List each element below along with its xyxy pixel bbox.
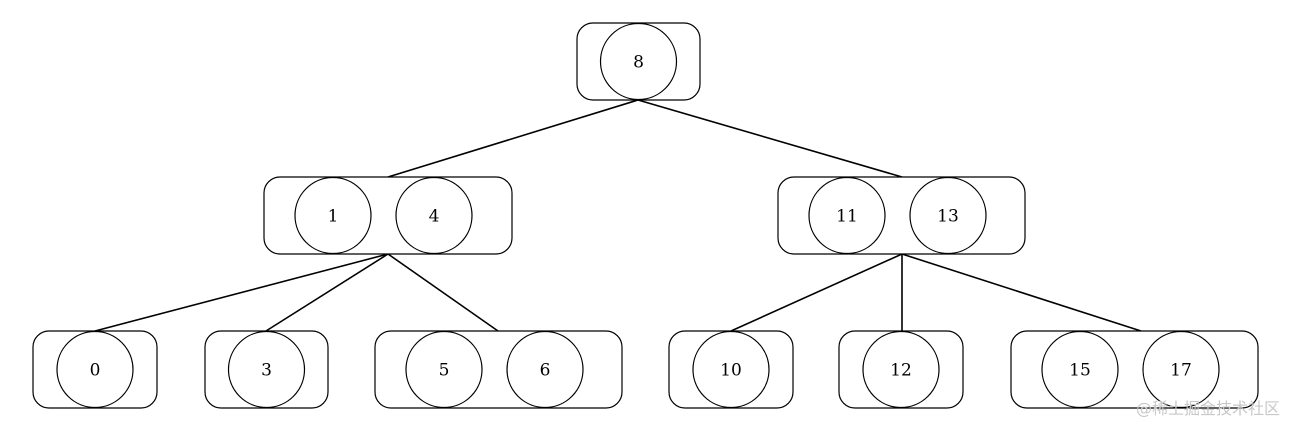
tree-node-leaf-3: 3 [204, 330, 329, 409]
key-label: 0 [90, 361, 101, 381]
tree-node-leaf-12: 12 [838, 330, 964, 409]
key-circle [599, 22, 678, 101]
key-label: 1 [328, 207, 339, 227]
key-label: 5 [439, 361, 450, 381]
tree-edges [94, 99, 1142, 332]
key-circle [506, 330, 584, 409]
edge-left-to-leaf-56 [387, 253, 499, 332]
key-circle [56, 330, 134, 409]
key-circle [692, 330, 770, 409]
key-label: 15 [1069, 361, 1091, 381]
key-circle [294, 176, 372, 255]
watermark: @稀土掘金技术社区 [1135, 399, 1280, 418]
edge-root-to-left [387, 99, 639, 178]
tree-node-leaf-10: 10 [668, 330, 794, 409]
key-label: 12 [890, 361, 912, 381]
key-label: 11 [836, 207, 858, 227]
edge-left-to-leaf-3 [265, 253, 389, 332]
edge-right-to-leaf-10 [730, 253, 903, 332]
key-label: 6 [540, 361, 551, 381]
key-label: 10 [720, 361, 742, 381]
key-label: 13 [937, 207, 959, 227]
key-circle [1041, 330, 1119, 409]
edge-right-to-leaf-1517 [901, 253, 1142, 332]
tree-node-root: 8 [576, 22, 701, 101]
key-circle [395, 176, 473, 255]
edge-left-to-leaf-0 [94, 253, 389, 332]
key-circle [909, 176, 987, 255]
key-label: 4 [429, 207, 440, 227]
key-circle [227, 330, 306, 409]
key-label: 17 [1170, 361, 1192, 381]
key-circle [808, 176, 886, 255]
tree-node-leaf-0: 0 [32, 330, 158, 409]
tree-node-right: 11 13 [777, 176, 1026, 255]
key-label: 8 [633, 53, 644, 73]
key-circle [1142, 330, 1220, 409]
key-label: 3 [261, 361, 272, 381]
key-circle [405, 330, 483, 409]
key-circle [862, 330, 940, 409]
edge-root-to-right [637, 99, 903, 178]
